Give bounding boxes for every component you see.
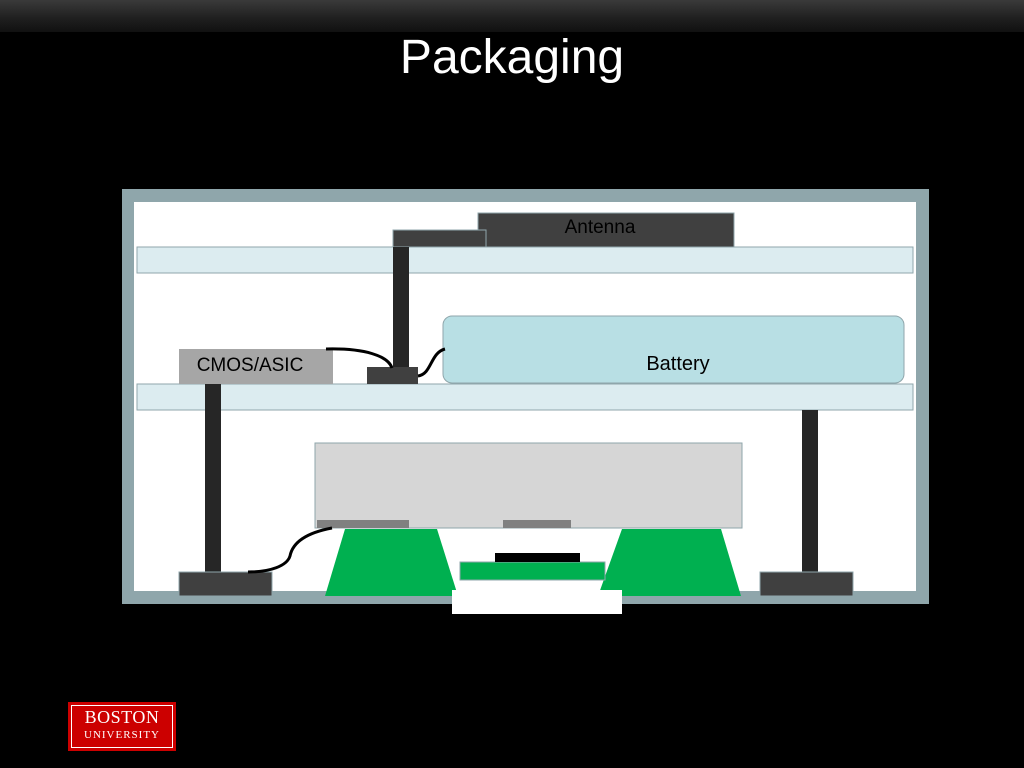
wire-bond-bottom [247, 526, 333, 574]
right-bottom-pad [759, 571, 854, 597]
sensor-contact-left [317, 520, 409, 528]
left-green-support [325, 529, 458, 596]
middle-pad [367, 367, 418, 384]
logo-line1: BOSTON [84, 707, 160, 727]
cmos-asic-chip [179, 349, 333, 384]
wire-bond-battery [417, 347, 446, 378]
boston-university-logo: BOSTON UNIVERSITY [68, 702, 176, 751]
right-green-support [598, 529, 741, 596]
top-bar [0, 0, 1024, 32]
left-pillar [205, 384, 221, 572]
right-pillar [802, 410, 818, 572]
antenna-label: Antenna [565, 217, 636, 238]
battery-label: Battery [646, 353, 709, 375]
middle-board [136, 383, 914, 411]
top-board [136, 246, 914, 274]
center-green-bridge [459, 561, 606, 581]
center-black-element [495, 553, 580, 562]
sensor-contact-center [503, 520, 571, 528]
logo-border [71, 705, 173, 748]
left-bottom-pad [178, 571, 273, 597]
antenna-pillar [393, 247, 409, 384]
wire-bond-chip [325, 347, 394, 369]
antenna [477, 212, 735, 248]
bottom-opening [452, 590, 622, 614]
logo-line2: UNIVERSITY [84, 729, 160, 741]
cmos-asic-label: CMOS/ASIC [197, 355, 304, 376]
antenna-connector [392, 229, 487, 248]
sensor-chip [314, 442, 743, 529]
slide-title: Packaging [399, 31, 625, 84]
